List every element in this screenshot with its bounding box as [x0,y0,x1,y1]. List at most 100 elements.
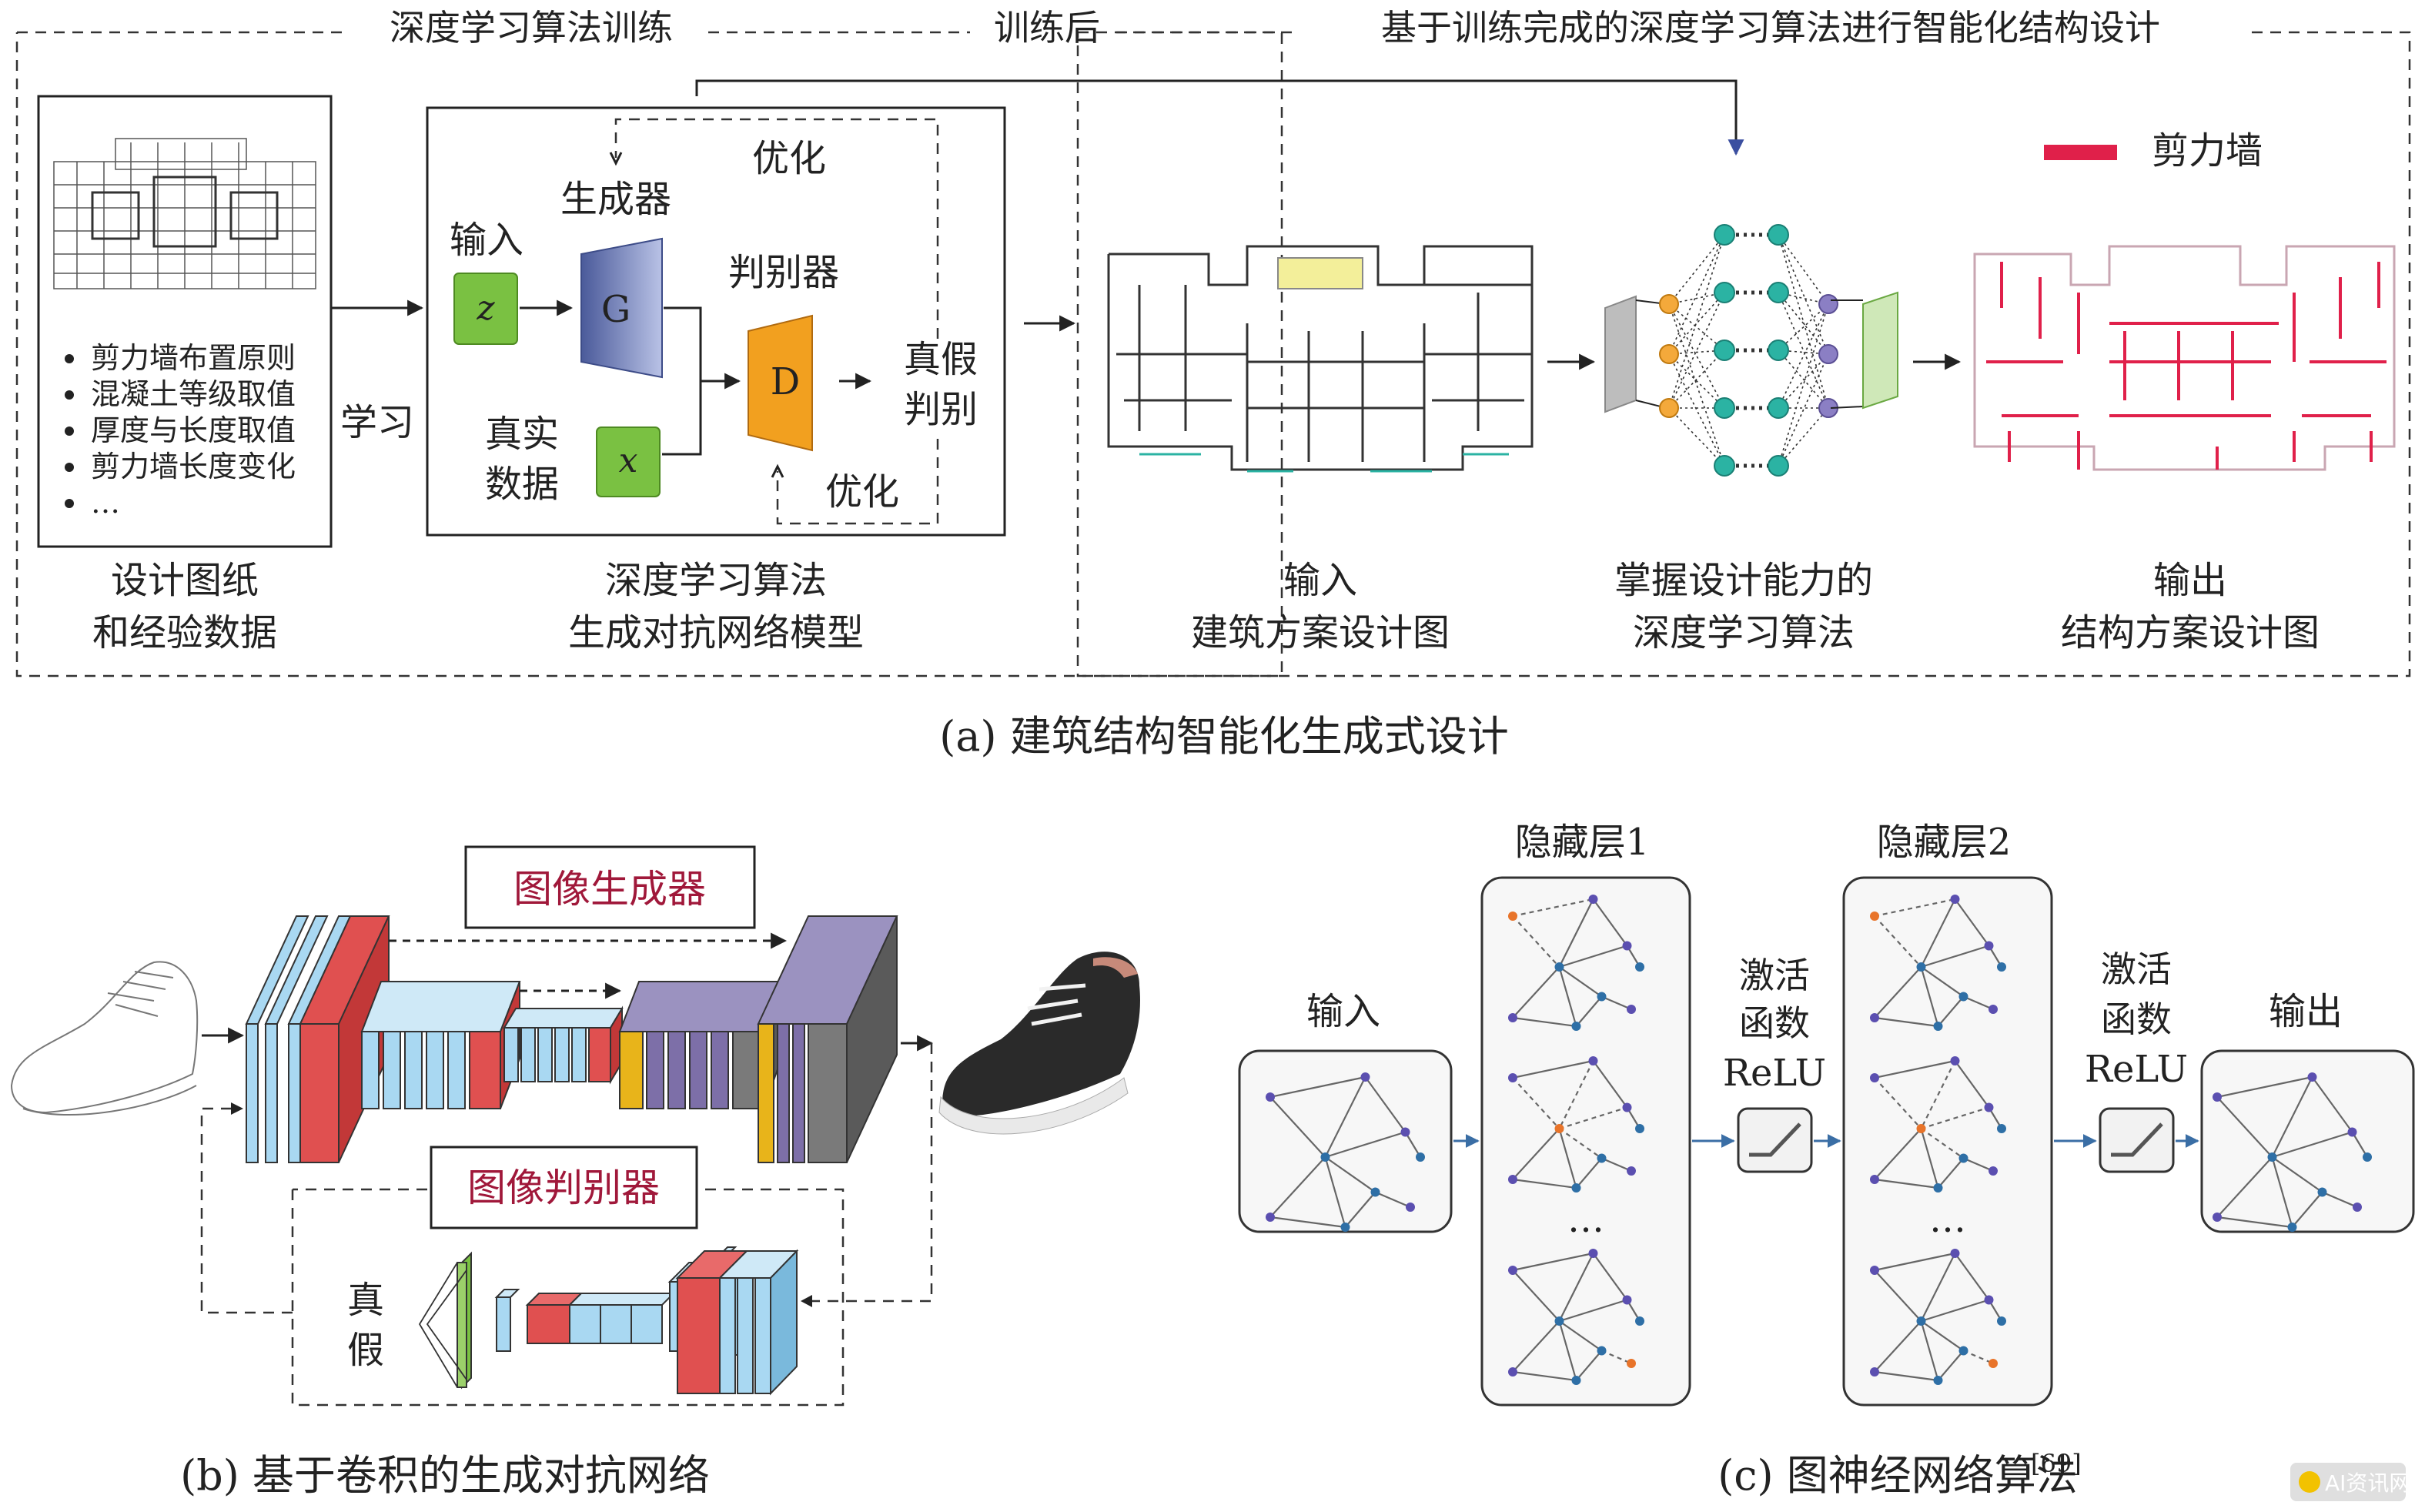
graph-node [1266,1092,1275,1102]
graph-node [2363,1152,2372,1162]
encoder-block-1 [245,915,390,1163]
graph-node [1870,1013,1879,1022]
graph-node [1984,1102,1994,1112]
drawing-bullets: 剪力墙布置原则 混凝土等级取值 厚度与长度取值 剪力墙长度变化 … [65,341,296,520]
activation-1-label-2: 函数 [1739,1002,1810,1044]
activation-2-label-3: ReLU [2085,1048,2188,1091]
graph-node [2213,1213,2222,1222]
graph-node [2287,1223,2297,1232]
graph-node [1635,1316,1644,1326]
drawing-caption-2: 和经验数据 [92,611,277,654]
generator-label: 生成器 [560,178,671,221]
graph-node [1597,992,1607,1002]
output-graph-box [2200,1049,2415,1233]
relu-2-box [2099,1107,2175,1173]
graph-node [1950,1056,1960,1065]
discriminator-frame [291,1188,845,1407]
hidden-layer-1-box [1480,876,1691,1407]
output-caption-1: 输出 [2153,559,2227,602]
graph-node [1416,1152,1425,1162]
relu-2-icon [2111,1122,2163,1157]
discriminator-layers [418,1246,799,1396]
optimize-top-label: 优化 [752,137,826,180]
decoder-block-2 [757,915,898,1163]
graph-node [1635,962,1644,972]
watermark: AI资讯网 [2290,1463,2410,1501]
panel-c: 隐藏层1 隐藏层2 输入 输出 激活 函数 ReLU 激活 函数 ReLU … … [1238,821,2415,1500]
graph-node [1988,1166,1998,1176]
real-label-1: 真实 [485,413,559,456]
graph-node [1988,1005,1998,1014]
graph-node [1588,1056,1598,1065]
stage-design-label: 基于训练完成的深度学习算法进行智能化结构设计 [1381,7,2160,49]
graph-node [2353,1203,2362,1212]
graph-node [2317,1187,2327,1197]
graph-node [1597,1346,1607,1356]
hidden-layer-1-label: 隐藏层1 [1515,821,1650,864]
sketch-shoe [10,961,199,1116]
graph-node [1916,1316,1926,1326]
photo-to-discriminator [804,1043,933,1303]
shear-wall-legend-label: 剪力墙 [2152,129,2263,172]
real-output-label: 真 [347,1279,384,1322]
panel-c-title: (c) 图神经网络算法 [1718,1451,2078,1500]
hidden1-graph-2 [1508,1056,1644,1193]
graph-node [1554,1316,1564,1326]
graph-node [1933,1376,1943,1385]
input-caption-1: 输入 [1283,559,1357,602]
panel-b-title: (b) 基于卷积的生成对抗网络 [180,1451,710,1500]
z-symbol: z [476,289,495,328]
graph-node [1988,1359,1998,1368]
activation-2-label-1: 激活 [2101,948,2172,990]
activation-2-label-2: 函数 [2101,999,2172,1040]
graph-node [1508,1367,1517,1377]
graph-node [1958,1346,1968,1356]
graph-node [1508,912,1517,921]
graph-node [1933,1183,1943,1193]
graph-node [1588,1249,1598,1258]
x-node [596,427,661,497]
graph-node [1870,912,1879,921]
optimize-loop-top [614,118,939,339]
z-node [453,273,518,345]
hidden1-graph-1 [1508,895,1644,1031]
graph-node [1984,1295,1994,1305]
graph-node [1508,1266,1517,1275]
activation-1-label-1: 激活 [1739,955,1810,996]
photo-shoe [938,952,1140,1135]
graph-node [1508,1175,1517,1184]
graph-node [1933,1022,1943,1031]
hidden2-graph-2 [1870,1056,2006,1193]
bullet-5: … [91,486,120,520]
generator-layers [245,915,898,1163]
bullet-3: 厚度与长度取值 [91,413,296,447]
discriminator-block [748,314,813,452]
graph-node [1958,1153,1968,1163]
watermark-text: AI资讯网 [2325,1470,2410,1496]
graph-node [1554,962,1564,972]
input-graph-box [1238,1049,1453,1233]
graph-node [1870,1175,1879,1184]
bullet-2: 混凝土等级取值 [91,377,296,411]
panel-a-title: (a) 建筑结构智能化生成式设计 [939,712,1509,761]
g-symbol: G [601,288,630,331]
bullet-4: 剪力墙长度变化 [91,450,296,483]
graph-node [1627,1005,1636,1014]
hidden2-graph-1 [1870,895,2006,1031]
g-to-d-line [662,306,702,456]
panel-a: 深度学习算法训练 训练后 基于训练完成的深度学习算法进行智能化结构设计 剪力墙布… [15,7,2411,761]
graph-drawings [1266,895,2372,1385]
graph-node [2267,1152,2277,1162]
d-symbol: D [771,360,800,403]
transfer-connector [695,79,1744,156]
fake-output-label: 假 [347,1329,384,1372]
design-drawing-box [37,95,333,548]
graph-node [1627,1359,1636,1368]
generator-label-box [464,845,756,929]
activation-1-label-3: ReLU [1723,1052,1826,1095]
training-frame [15,31,1283,677]
graph-node [1627,1166,1636,1176]
graph-node [1870,1367,1879,1377]
design-frame [1076,31,2411,677]
graph-node [1508,1073,1517,1082]
